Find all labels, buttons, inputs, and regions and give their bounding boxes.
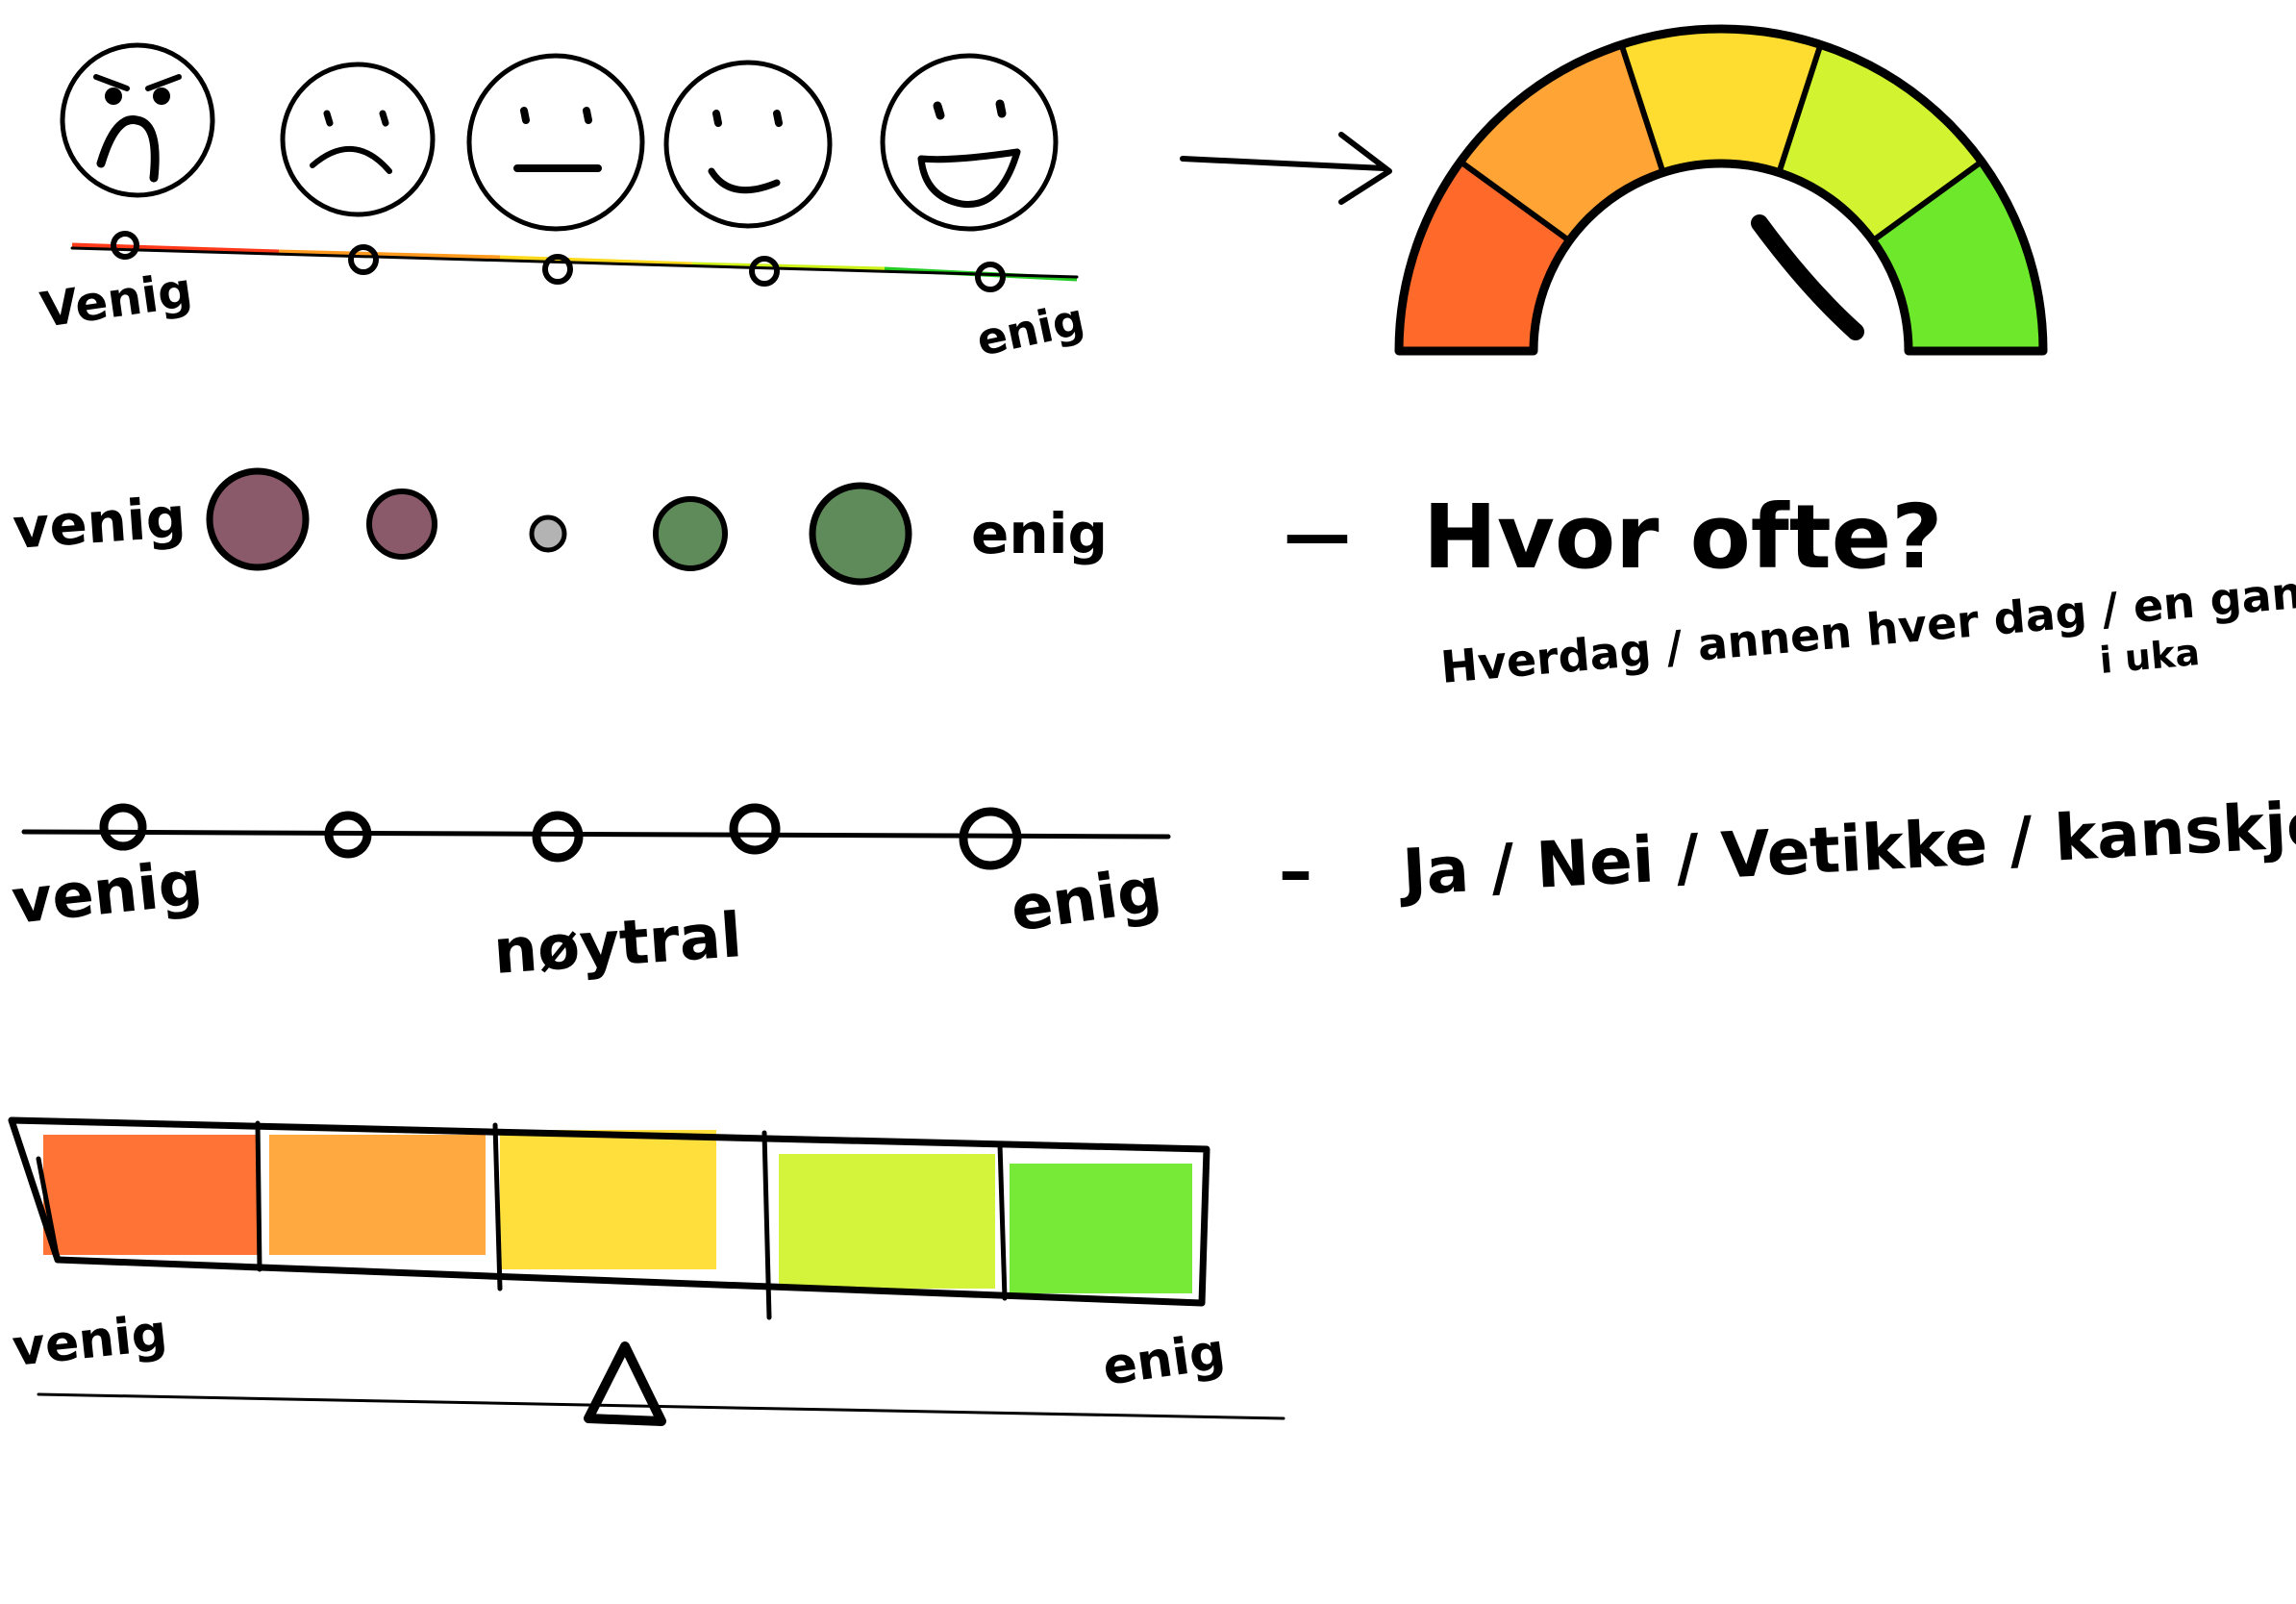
row3-label-disagree: venig [9, 848, 206, 939]
gauge-divider [1457, 159, 1573, 244]
bar-segment[interactable] [269, 1135, 486, 1255]
bar-segment[interactable] [779, 1154, 995, 1289]
emoji-scale-point[interactable] [348, 244, 379, 275]
row1-label-disagree: Venig [37, 262, 196, 338]
dot-option-disagree[interactable] [366, 489, 437, 560]
gauge-segment[interactable] [1779, 44, 1983, 241]
gauge-needle [1751, 214, 1864, 340]
row4-label-agree: enig [1099, 1323, 1228, 1397]
gauge-meter [1394, 24, 2048, 356]
row4-label-disagree: venig [10, 1304, 170, 1378]
row2-label-agree: enig [971, 501, 1108, 566]
frequency-options-line2: i uka [2098, 631, 2202, 682]
emoji-scale-point[interactable] [749, 256, 780, 287]
row1-label-agree: enig [972, 293, 1088, 366]
dot-option-strong-agree[interactable] [809, 482, 912, 586]
note-dash: – [1279, 832, 1312, 911]
seesaw-ground-line [37, 1392, 1285, 1420]
dot-option-agree[interactable] [653, 496, 728, 571]
plain-scale-point[interactable] [99, 803, 147, 851]
sad-face-icon [280, 62, 436, 217]
laugh-face-icon [880, 53, 1059, 232]
gauge-segment[interactable] [1872, 162, 2043, 351]
gauge-segment[interactable] [1460, 44, 1663, 241]
arrow-right-icon [1180, 132, 1392, 205]
seesaw-bar [8, 1116, 1210, 1320]
emoji-scale-point[interactable] [111, 231, 139, 260]
bar-segment[interactable] [1010, 1164, 1192, 1293]
dot-option-strong-disagree[interactable] [206, 467, 310, 571]
bar-segment[interactable] [43, 1135, 260, 1255]
row2-label-disagree: venig [11, 485, 187, 562]
dot-option-neutral[interactable] [529, 514, 567, 553]
bar-segment[interactable] [500, 1130, 716, 1269]
plain-scale-point[interactable] [959, 807, 1022, 870]
plain-scale-point[interactable] [324, 811, 372, 859]
gauge-divider [1869, 159, 1985, 244]
emoji-scale-line [70, 242, 1079, 282]
gauge-divider [1776, 41, 1824, 176]
plain-scale-point[interactable] [729, 803, 781, 855]
plain-scale-point[interactable] [532, 811, 584, 863]
note-dash: — [1284, 495, 1351, 574]
gauge-divider [1618, 41, 1666, 176]
emoji-scale-point[interactable] [975, 262, 1006, 292]
seesaw-fulcrum-icon [584, 1341, 666, 1426]
angry-face-icon [60, 42, 215, 198]
neutral-face-icon [466, 53, 645, 232]
gauge-segment[interactable] [1399, 162, 1570, 351]
gauge-segment[interactable] [1621, 28, 1821, 173]
emoji-scale-point[interactable] [542, 254, 573, 285]
plain-scale-line [21, 829, 1171, 840]
row3-label-agree: enig [1007, 855, 1165, 946]
row3-label-neutral: nøytral [491, 900, 744, 989]
question-hvor-ofte: Hvor ofte? [1423, 486, 1943, 589]
smile-face-icon [663, 60, 833, 229]
yes-no-options: Ja / Nei / Vetikke / kanskje [1397, 788, 2296, 911]
